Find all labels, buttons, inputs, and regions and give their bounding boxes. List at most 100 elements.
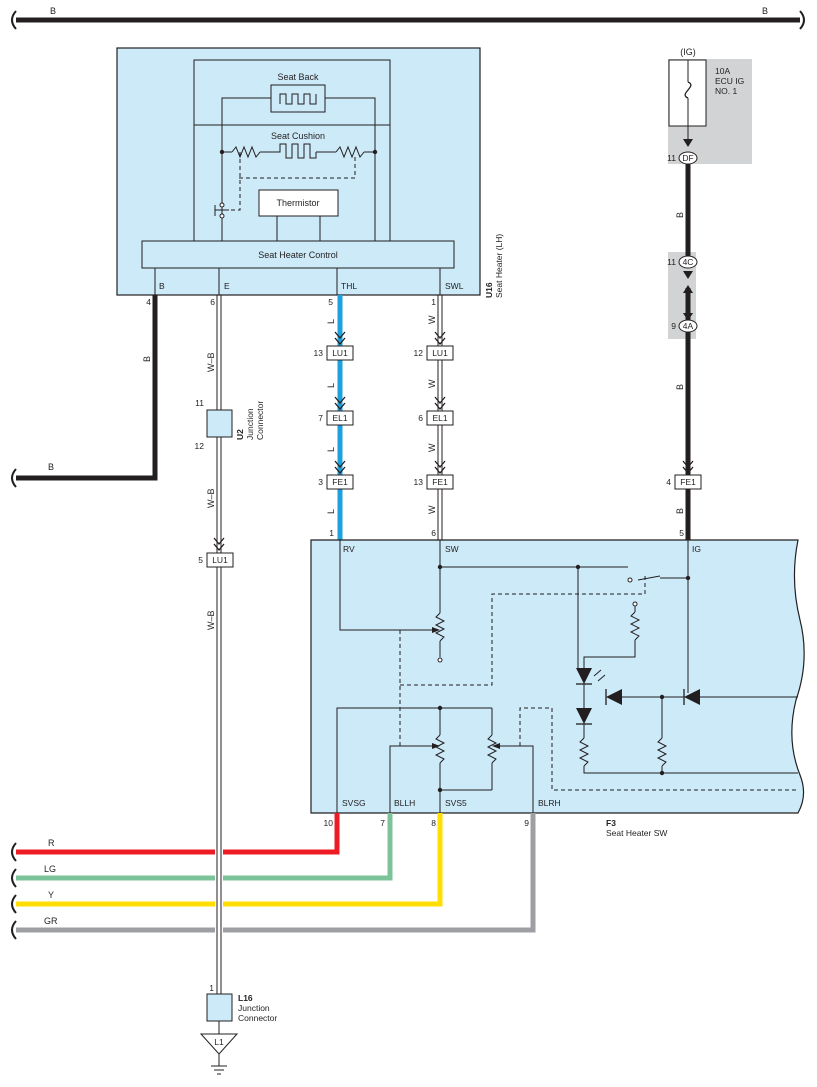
u16-code-label: U16: [484, 282, 494, 298]
ig-wire-color-2: B: [675, 384, 685, 390]
seat-heater-control-box: [141, 240, 455, 269]
f3-pin-bllh-number: 7: [380, 818, 385, 828]
r-wire: [16, 813, 340, 855]
b-wire-color-label: B: [142, 356, 152, 362]
fuse-icon: [684, 81, 692, 99]
swl-lu1-pin: 12: [414, 348, 424, 358]
thl-wire-color-3: L: [326, 447, 336, 452]
ground-symbol: [211, 1054, 227, 1075]
ig-fe1-label: FE1: [680, 477, 696, 487]
u16-pin-swl-number: 1: [431, 297, 436, 307]
y-wire-label: Y: [48, 890, 54, 900]
e-wire-crossing: [215, 845, 223, 937]
thl-fe1-connector: [326, 474, 354, 490]
diode-left: [606, 689, 622, 705]
u16-pin-b-number: 4: [146, 297, 151, 307]
ig-fe1-pin: 4: [666, 477, 671, 487]
f3-pin-blrh-name: BLRH: [538, 798, 561, 808]
u16-pin-thl-name: THL: [341, 281, 357, 291]
b-wire-ground-label: B: [48, 462, 54, 472]
u2-name-line2: Connector: [255, 401, 265, 440]
e-wire-color-label-2: W–B: [206, 488, 216, 508]
fuse-name-line1: ECU IG: [715, 76, 744, 86]
u16-pin-b-name: B: [159, 281, 165, 291]
fuse-ig-header: (IG): [680, 47, 696, 57]
indicator-led-2: [576, 708, 592, 724]
l16-name-line1: Junction: [238, 1003, 270, 1013]
gr-wire: [16, 813, 536, 933]
l16-junction-connector: [206, 993, 233, 1022]
u2-name-line1: Junction: [245, 408, 255, 440]
u16-pin-e-number: 6: [210, 297, 215, 307]
thl-wire-color-1: L: [326, 319, 336, 324]
swl-fe1-label: FE1: [432, 477, 448, 487]
swl-lu1-connector: [426, 345, 454, 361]
df-connector-pin: 11: [667, 153, 676, 163]
swl-fe1-pin: 13: [414, 477, 424, 487]
swl-wire-color-1: W: [427, 315, 437, 324]
f3-pin-svs5-name: SVS5: [445, 798, 467, 808]
u16-pin-swl-name: SWL: [445, 281, 464, 291]
f3-pin-sw-name: SW: [445, 544, 459, 554]
f3-pin-bllh-name: BLLH: [394, 798, 415, 808]
swl-wire-color-4: W: [427, 505, 437, 514]
u2-junction-connector: [206, 409, 233, 438]
e-wire-lu1-label: LU1: [212, 555, 228, 565]
seat-cushion-label: Seat Cushion: [271, 131, 325, 141]
f3-mechanical-linkage: [399, 576, 798, 791]
ig-f3-pin: 5: [679, 528, 684, 538]
ground-point-l1: [199, 1033, 239, 1055]
thermistor-box: [258, 189, 339, 217]
thl-el1-label: EL1: [332, 413, 347, 423]
f3-component-box: [310, 539, 805, 814]
4a-connector-pin: 9: [671, 321, 676, 331]
top-bus-left-label: B: [50, 6, 56, 16]
f3-pin-svsg-number: 10: [324, 818, 334, 828]
ig-fe1-connector: [674, 474, 702, 490]
swl-wire-color-2: W: [427, 379, 437, 388]
swl-f3-pin: 6: [431, 528, 436, 538]
b-wire: [16, 295, 158, 481]
wire-break-marks: [11, 842, 17, 940]
u16-pin-thl-number: 5: [328, 297, 333, 307]
swl-el1-connector: [426, 410, 454, 426]
e-wire-color-label-3: W–B: [206, 610, 216, 630]
4a-connector: [678, 319, 698, 333]
ig-wire-color-1: B: [675, 212, 685, 218]
gr-wire-label: GR: [44, 916, 58, 926]
fuse-rating: 10A: [715, 66, 730, 76]
4a-connector-label: 4A: [683, 321, 694, 331]
l16-name-line2: Connector: [238, 1013, 277, 1023]
swl-el1-label: EL1: [432, 413, 447, 423]
thl-fe1-pin: 3: [318, 477, 323, 487]
thl-fe1-label: FE1: [332, 477, 348, 487]
df-connector-label: DF: [682, 153, 693, 163]
lg-wire-label: LG: [44, 864, 56, 874]
in-line-connector-arrows: [334, 331, 446, 475]
thl-lu1-pin: 13: [314, 348, 324, 358]
thl-el1-connector: [326, 410, 354, 426]
e-wire-lu1-pin: 5: [198, 555, 203, 565]
thl-f3-pin: 1: [329, 528, 334, 538]
y-wire: [16, 813, 443, 907]
seat-back-label: Seat Back: [277, 72, 319, 82]
thl-wire-color-2: L: [326, 383, 336, 388]
r-wire-label: R: [48, 838, 55, 848]
f3-pin-svs5-number: 8: [431, 818, 436, 828]
ground-label: L1: [214, 1037, 224, 1047]
l16-pin: 1: [209, 983, 214, 993]
u2-pin-in: 11: [195, 398, 204, 408]
swl-wire-color-3: W: [427, 443, 437, 452]
ig-wire-color-3: B: [675, 508, 685, 514]
u2-pin-out: 12: [195, 441, 205, 451]
thl-lu1-label: LU1: [332, 348, 348, 358]
swl-el1-pin: 6: [418, 413, 423, 423]
top-bus-wire: [11, 10, 805, 30]
fuse-name-line2: NO. 1: [715, 86, 737, 96]
swl-lu1-label: LU1: [432, 348, 448, 358]
diode-right: [684, 689, 700, 705]
indicator-led-1: [576, 668, 592, 684]
f3-internal-circuit: [336, 540, 798, 813]
thermal-switch: [214, 152, 229, 241]
